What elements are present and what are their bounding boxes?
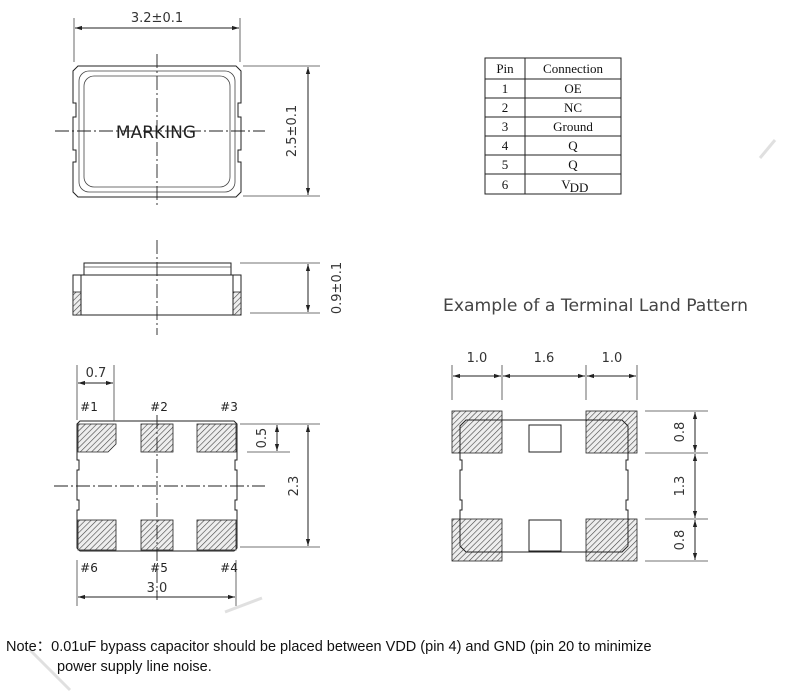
pin-connection: V (561, 177, 571, 192)
top-view: MARKING 3.2±0.1 2.5±0.1 (55, 11, 320, 208)
pin-label-3: #3 (220, 400, 238, 414)
pin-number: 3 (502, 119, 509, 134)
note: Note：0.01uF bypass capacitor should be p… (6, 637, 652, 677)
note-line-2: power supply line noise. (57, 659, 212, 675)
land-dim-center: 1.6 (534, 351, 555, 366)
pin-label-6: #6 (80, 561, 98, 575)
land-pattern-title: Example of a Terminal Land Pattern (443, 296, 748, 316)
pin-label-4: #4 (220, 561, 238, 575)
table-row: 4 Q (502, 138, 579, 153)
width-dimension: 3.2±0.1 (131, 11, 183, 26)
land-pattern: Example of a Terminal Land Pattern 1.0 1… (443, 296, 748, 562)
pin-number: 5 (502, 157, 509, 172)
pin-number: 4 (502, 138, 509, 153)
marking-text: MARKING (116, 123, 196, 143)
length-dimension: 3.0 (147, 581, 168, 596)
thickness-dimension: 0.9±0.1 (330, 262, 345, 314)
pin-label-5: #5 (150, 561, 168, 575)
pin-connection-subscript: DD (570, 180, 589, 195)
pad-width-dimension: 0.7 (86, 366, 107, 381)
pin-number: 2 (502, 100, 509, 115)
table-row: 2 NC (502, 100, 582, 115)
pin-label-2: #2 (150, 400, 168, 414)
land-dim-middle: 1.3 (673, 476, 688, 497)
pin-table: Pin Connection 1 OE 2 NC 3 Ground 4 Q 5 … (484, 57, 622, 195)
table-row: 1 OE (502, 81, 582, 96)
land-dim-bottom: 0.8 (673, 530, 688, 551)
pin-connection: Q (568, 157, 578, 172)
pin-number: 1 (502, 81, 509, 96)
table-row: 6 V DD (502, 177, 589, 195)
land-dim-left: 1.0 (467, 351, 488, 366)
pad-span-dimension: 2.3 (287, 476, 302, 497)
pin-connection: Ground (553, 119, 593, 134)
land-dim-top: 0.8 (673, 422, 688, 443)
table-header-connection: Connection (543, 61, 603, 76)
bottom-view: #1 #2 #3 #6 #5 #4 0.7 3.0 0.5 2.3 (54, 365, 320, 606)
pin-connection: NC (564, 100, 582, 115)
pin-number: 6 (502, 177, 509, 192)
pad-height-dimension: 0.5 (255, 428, 270, 449)
height-dimension: 2.5±0.1 (285, 105, 300, 157)
watermark (28, 139, 777, 692)
pin-connection: OE (564, 81, 581, 96)
land-dim-right: 1.0 (602, 351, 623, 366)
table-row: 3 Ground (502, 119, 594, 134)
pin-label-1: #1 (80, 400, 98, 414)
note-line-1: Note：0.01uF bypass capacitor should be p… (6, 639, 652, 655)
side-view: 0.9±0.1 (72, 240, 345, 335)
table-header-pin: Pin (496, 61, 514, 76)
table-row: 5 Q (502, 157, 579, 172)
pin-connection: Q (568, 138, 578, 153)
